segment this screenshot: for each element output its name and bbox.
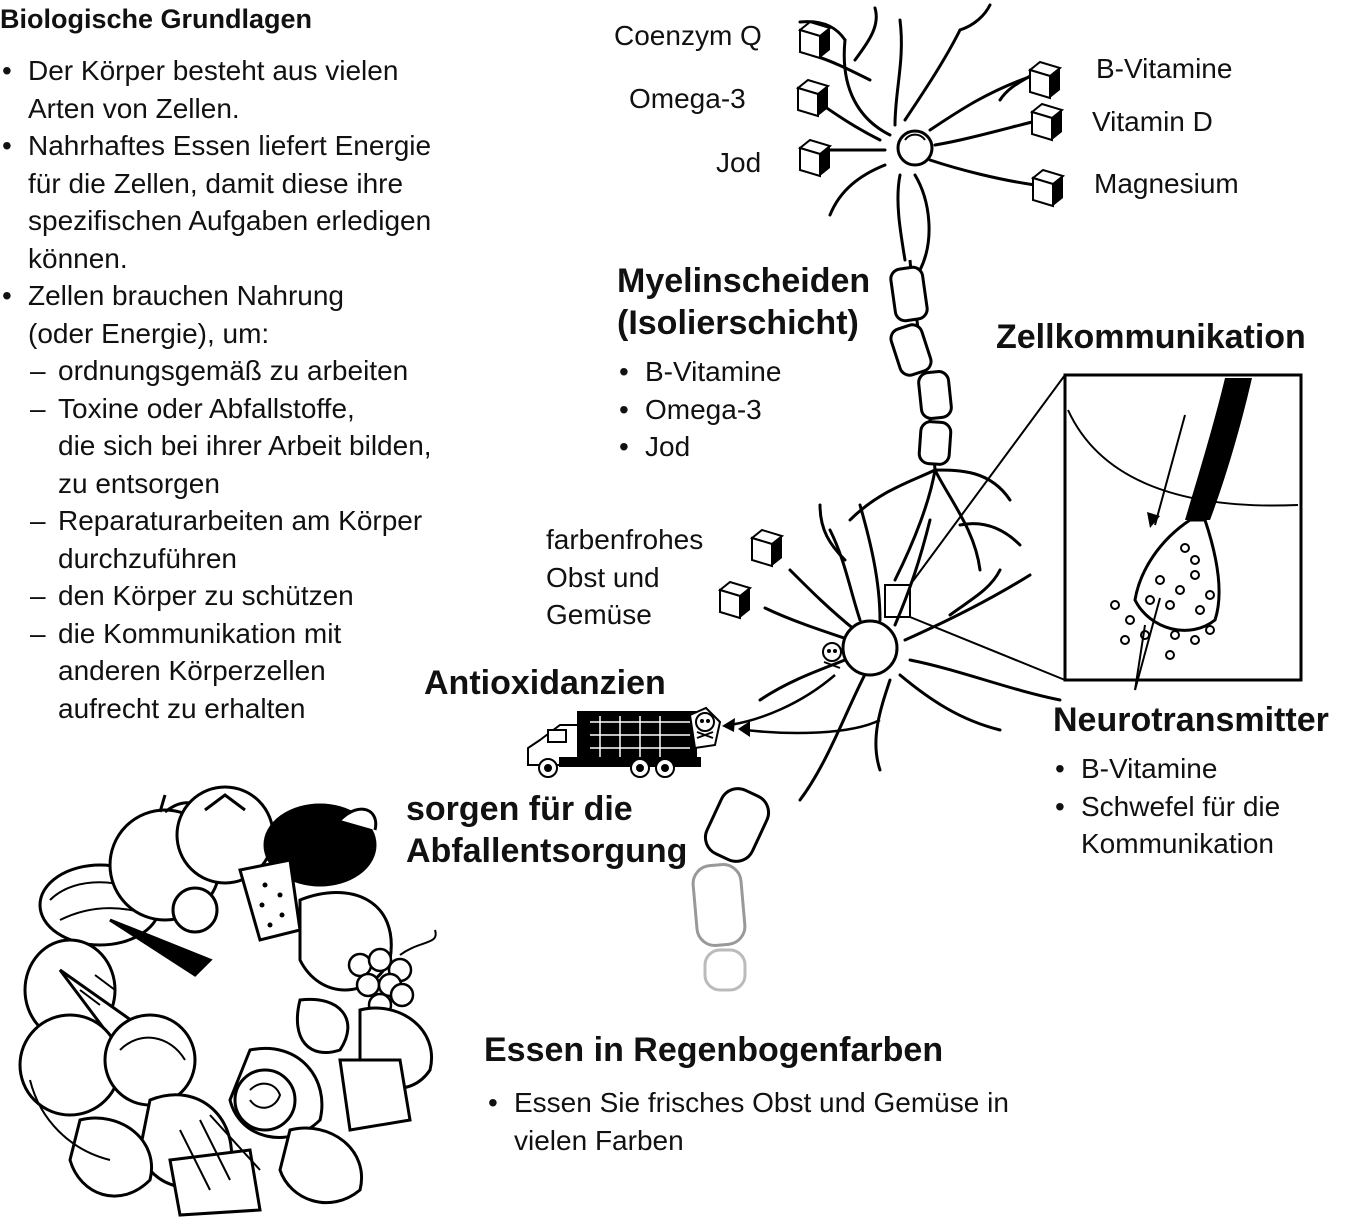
myelin-item: Jod <box>617 428 781 466</box>
nutrient-cube <box>719 581 751 619</box>
garbage-truck-icon <box>527 706 722 778</box>
basics-item-line: spezifischen Aufgaben erledigen <box>28 205 432 236</box>
basics-item-line: können. <box>28 242 128 274</box>
produce-label-line: Obst und <box>546 562 660 593</box>
neurotransmitter-title: Neurotransmitter <box>1053 701 1329 739</box>
nutrient-cube <box>797 79 829 117</box>
basics-item-line: Der Körper besteht aus vielen <box>28 55 399 86</box>
rainbow-list: Essen Sie frisches Obst und Gemüse in vie… <box>486 1084 1009 1159</box>
myelinated-axon <box>889 259 953 471</box>
basics-title: Biologische Grundlagen <box>0 4 313 34</box>
basics-item-line: zu entsorgen <box>58 467 220 499</box>
basics-item-line: Reparaturarbeiten am Körper <box>58 505 423 536</box>
basics-item-line: Zellen brauchen Nahrung <box>28 280 344 311</box>
rainbow-item-line: vielen Farben <box>514 1124 684 1156</box>
produce-label-line: Gemüse <box>546 599 652 630</box>
produce-label-line: farbenfrohes <box>546 524 704 555</box>
basics-item-line: ordnungsgemäß zu arbeiten <box>58 355 409 386</box>
synapse-zoom-inset <box>1063 373 1303 691</box>
nutrient-label: Vitamin D <box>1092 106 1213 137</box>
nutrient-cube <box>799 21 831 59</box>
neurotransmitter-item-line: B-Vitamine <box>1081 753 1218 784</box>
neurotransmitter-item-line: Kommunikation <box>1081 828 1274 859</box>
antioxidants-caption-line: Abfallentsorgung <box>406 832 688 870</box>
antioxidants-title: Antioxidanzien <box>424 664 666 702</box>
basics-item-line: aufrecht zu erhalten <box>58 692 306 724</box>
antioxidants-caption-line: sorgen für die <box>406 790 633 828</box>
basics-item-line: anderen Körperzellen <box>58 655 326 686</box>
basics-item-line: die sich bei ihrer Arbeit bilden, <box>58 430 432 461</box>
toxin-skull-icon <box>822 642 842 669</box>
basics-item: Nahrhaftes Essen liefert Energie für die … <box>0 127 432 277</box>
basics-item: Toxine oder Abfallstoffe, die sich bei ih… <box>0 390 432 503</box>
nutrient-cube <box>1029 61 1061 99</box>
myelin-title-line: Myelinscheiden <box>617 262 871 300</box>
nutrient-label: Omega-3 <box>629 83 746 114</box>
rainbow-title: Essen in Regenbogenfarben <box>484 1031 944 1069</box>
nutrient-cube <box>1032 169 1064 207</box>
basics-item-line: Nahrhaftes Essen liefert Energie <box>28 130 432 161</box>
myelin-item-line: Omega-3 <box>645 393 762 425</box>
nutrient-cube <box>799 139 831 177</box>
basics-item: Reparaturarbeiten am Körper durchzuführen <box>0 502 432 577</box>
nutrient-label: Magnesium <box>1094 168 1239 199</box>
neurotransmitter-item-line: Schwefel für die <box>1081 790 1281 822</box>
nutrient-label: Jod <box>716 147 762 178</box>
basics-item: Zellen brauchen Nahrung (oder Energie), u… <box>0 277 432 352</box>
nutrient-label: B-Vitamine <box>1096 53 1233 84</box>
cell-communication-title: Zellkommunikation <box>996 318 1306 356</box>
myelin-item: B-Vitamine <box>617 353 781 391</box>
neurotransmitter-item: B-Vitamine <box>1053 750 1280 788</box>
basics-item-line: durchzuführen <box>58 542 238 574</box>
myelin-title-line: (Isolierschicht) <box>617 304 859 342</box>
myelin-item: Omega-3 <box>617 391 781 429</box>
basics-item: die Kommunikation mit anderen Körperzelle… <box>0 615 432 728</box>
basics-item: ordnungsgemäß zu arbeiten <box>0 352 432 390</box>
basics-item: den Körper zu schützen <box>0 577 432 615</box>
nutrient-cube <box>751 529 783 567</box>
myelin-item-line: Jod <box>645 431 691 462</box>
basics-item-line: Toxine oder Abfallstoffe, <box>58 392 355 424</box>
rainbow-item: Essen Sie frisches Obst und Gemüse in vie… <box>486 1084 1009 1159</box>
basics-item-line: (oder Energie), um: <box>28 317 270 349</box>
basics-item-line: für die Zellen, damit diese ihre <box>28 167 404 199</box>
nutrient-label: Coenzym Q <box>614 20 762 51</box>
basics-item-line: den Körper zu schützen <box>58 580 354 611</box>
rainbow-item-line: Essen Sie frisches Obst und Gemüse in <box>514 1087 1009 1118</box>
basics-item-line: Arten von Zellen. <box>28 92 240 124</box>
food-wreath <box>18 785 437 1217</box>
nutrient-cube <box>1031 103 1063 141</box>
basics-item-line: die Kommunikation mit <box>58 617 342 649</box>
myelin-item-line: B-Vitamine <box>645 356 782 387</box>
lower-neuron <box>758 468 1062 802</box>
